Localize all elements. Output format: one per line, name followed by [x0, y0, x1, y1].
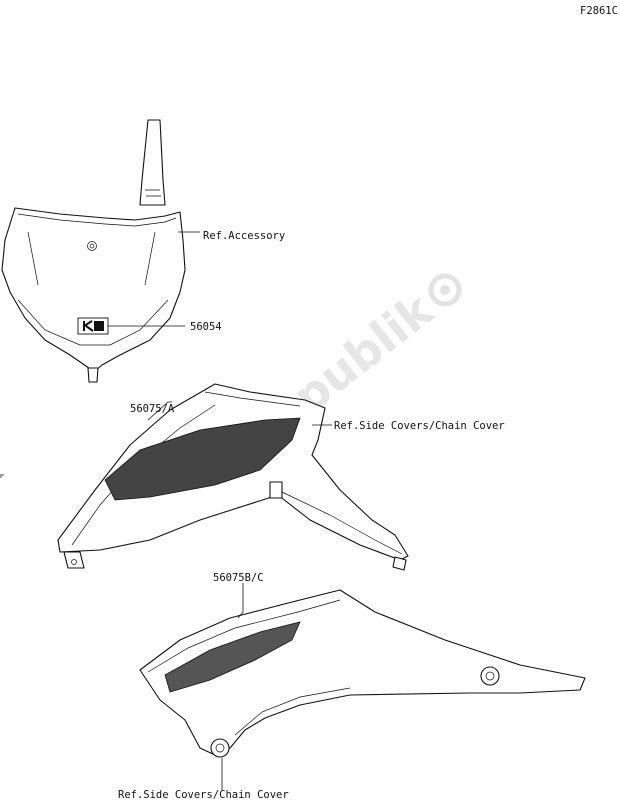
callout-ref-accessory: Ref.Accessory	[203, 230, 285, 242]
figure-code: F2861C	[580, 5, 618, 17]
callout-ref-side-covers-lower: Ref.Side Covers/Chain Cover	[118, 789, 289, 800]
callout-ref-side-covers-upper: Ref.Side Covers/Chain Cover	[334, 420, 505, 432]
callout-56054: 56054	[190, 321, 222, 333]
shroud-lower: 140	[139, 589, 586, 758]
watermark-gear-icon	[428, 273, 462, 307]
callout-56075A: 56075/A	[130, 403, 175, 415]
callout-56075BC: 56075B/C	[213, 572, 264, 584]
leader-lines	[108, 231, 332, 790]
svg-text:KLX: KLX	[0, 471, 7, 496]
number-plate	[1, 119, 186, 383]
shroud-upper: KLX	[0, 383, 409, 571]
